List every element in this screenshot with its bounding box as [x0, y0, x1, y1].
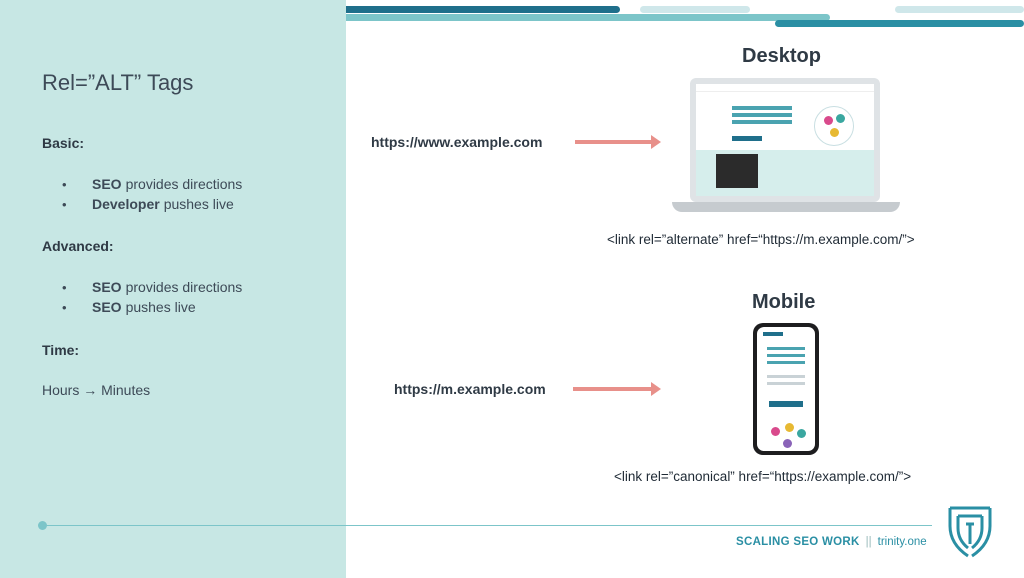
canonical-link-tag: <link rel=”canonical” href=“https://exam… [614, 469, 912, 484]
time-label: Time: [42, 342, 80, 358]
mobile-arrow-icon [573, 382, 661, 396]
flower-icon [824, 116, 833, 125]
time-value: Hours → Minutes [42, 382, 151, 398]
bullet-icon: • [62, 299, 67, 315]
bullet-text: pushes live [125, 299, 196, 315]
top-bar-light-right [895, 6, 1024, 13]
footer-brand: SCALING SEO WORK [736, 536, 860, 548]
bullet-bold: Developer [92, 196, 160, 212]
laptop-base [672, 202, 900, 212]
bullet-icon: • [62, 176, 67, 192]
desktop-url: https://www.example.com [371, 134, 543, 150]
desktop-arrow-icon [575, 135, 661, 149]
laptop-headline [732, 106, 792, 110]
bullet-bold: SEO [92, 176, 122, 192]
basic-label: Basic: [42, 135, 85, 151]
top-bar-teal [220, 14, 830, 21]
phone-icon [753, 323, 819, 455]
flower-icon [783, 439, 792, 448]
laptop-nav [696, 84, 874, 92]
laptop-icon [690, 78, 880, 202]
phone-text [767, 382, 805, 385]
laptop-cta [732, 136, 762, 141]
footer-dot [38, 521, 47, 530]
alternate-link-tag: <link rel=”alternate” href=“https://m.ex… [607, 232, 915, 247]
advanced-label: Advanced: [42, 238, 114, 254]
bullet-bold: SEO [92, 299, 122, 315]
flower-icon [797, 429, 806, 438]
bullet-text: pushes live [163, 196, 234, 212]
mobile-url: https://m.example.com [394, 381, 546, 397]
phone-screen [757, 327, 815, 451]
bullet-icon: • [62, 196, 67, 212]
footer: SCALING SEO WORK || trinity.one [736, 536, 927, 548]
phone-headline [767, 361, 805, 364]
laptop-graphic [814, 106, 854, 146]
flower-icon [830, 128, 839, 137]
laptop-photo [716, 154, 758, 188]
bullet-text: provides directions [125, 279, 243, 295]
footer-site: trinity.one [877, 536, 927, 548]
footer-divider [42, 525, 932, 526]
left-panel [0, 0, 346, 578]
flower-icon [785, 423, 794, 432]
phone-text [767, 375, 805, 378]
phone-headline [767, 347, 805, 350]
footer-separator: || [865, 536, 872, 548]
trinity-logo-icon [948, 506, 992, 558]
top-bar-light [640, 6, 750, 13]
flower-icon [771, 427, 780, 436]
top-bar-accent [775, 20, 1024, 27]
bullet-bold: SEO [92, 279, 122, 295]
phone-headline [767, 354, 805, 357]
bullet-text: provides directions [125, 176, 243, 192]
desktop-title: Desktop [742, 45, 821, 67]
phone-cta [769, 401, 803, 407]
slide-title: Rel=”ALT” Tags [42, 70, 194, 95]
flower-icon [836, 114, 845, 123]
phone-logo [763, 332, 783, 336]
laptop-screen [696, 84, 874, 196]
mobile-title: Mobile [752, 291, 816, 313]
bullet-icon: • [62, 279, 67, 295]
